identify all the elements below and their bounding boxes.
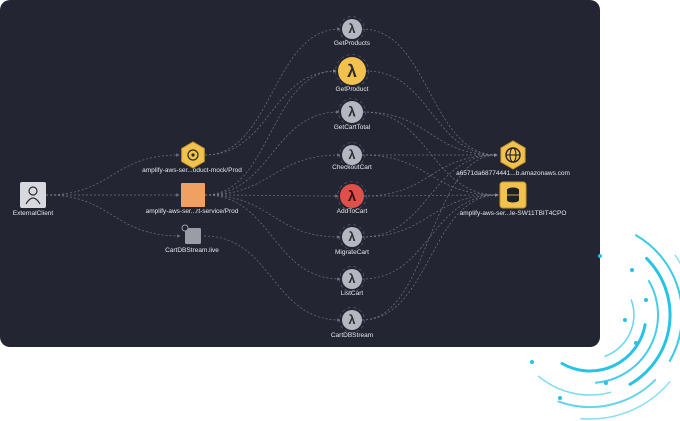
decor-arc — [628, 256, 672, 386]
node-checkout-cart[interactable]: λ — [339, 142, 365, 168]
globe-icon — [500, 140, 526, 170]
node-api-mock[interactable] — [181, 141, 205, 169]
database-icon — [499, 181, 527, 209]
edge-api_cart-migrate_cart — [204, 194, 341, 239]
decor-dot — [634, 341, 638, 345]
node-label-get-cart-total: GetCartTotal — [333, 124, 371, 131]
svg-text:λ: λ — [348, 188, 357, 205]
decor-arc — [557, 379, 657, 409]
edge-add_to_cart-remote_api — [363, 153, 498, 197]
node-get-product[interactable]: λ — [335, 54, 369, 88]
node-migrate-cart[interactable]: λ — [339, 224, 365, 250]
svg-text:λ: λ — [349, 313, 356, 327]
edge-api_mock-get_product — [204, 69, 337, 156]
edge-stream-cart_db_stream — [203, 235, 341, 322]
edge-cart_db_stream-dynamo — [361, 193, 499, 321]
edge-checkout_cart-dynamo — [361, 154, 499, 197]
edge-api_cart-get_cart_total — [204, 110, 340, 196]
node-stream[interactable] — [181, 224, 201, 244]
decor-dot — [644, 298, 648, 302]
edge-migrate_cart-remote_api — [361, 153, 498, 238]
edge-cart_db_stream-remote_api — [361, 153, 498, 321]
node-label-checkout-cart: CheckoutCart — [332, 164, 372, 171]
decor-dot — [604, 381, 608, 385]
decor-dot — [530, 360, 534, 364]
edge-get_cart_total-remote_api — [362, 111, 498, 157]
node-label-get-products: GetProducts — [333, 40, 371, 47]
decor-arc — [604, 299, 635, 358]
node-label-client: ExternalClient — [12, 210, 54, 217]
node-add-to-cart[interactable]: λ — [337, 181, 367, 211]
node-label-dynamo: amplify-aws-ser...le-SW11TBIT4CPO — [459, 210, 567, 217]
node-api-cart[interactable] — [181, 183, 205, 207]
decor-dot — [558, 396, 562, 400]
service-graph: λ λ λ λ λ λ λ λ — [20, 16, 527, 333]
edge-client-api_mock — [45, 153, 180, 196]
lambda-icon: λ — [339, 307, 365, 333]
edge-get_products-remote_api — [361, 28, 498, 157]
edge-client-stream — [45, 194, 181, 238]
client-icon — [20, 182, 46, 208]
node-cart-db-stream[interactable]: λ — [339, 307, 365, 333]
node-list-cart[interactable]: λ — [339, 266, 365, 292]
decor-dot — [630, 268, 634, 272]
edge-get_cart_total-dynamo — [362, 111, 499, 197]
stream-icon — [181, 224, 201, 244]
svg-text:λ: λ — [349, 230, 356, 244]
node-dynamo[interactable] — [499, 181, 527, 209]
decor-arc — [594, 280, 659, 384]
node-label-api-cart: amplify-aws-ser...rt-service/Prod — [145, 208, 239, 215]
svg-text:λ: λ — [348, 105, 356, 120]
lambda-icon: λ — [335, 54, 369, 88]
lambda-icon: λ — [339, 224, 365, 250]
node-label-stream: CartDBStream.live — [165, 247, 219, 254]
edge-migrate_cart-dynamo — [361, 193, 499, 238]
lambda-icon: λ — [337, 181, 367, 211]
node-label-api-mock: amplify-aws-ser...oduct-mock/Prod — [142, 167, 242, 174]
edge-api_cart-checkout_cart — [204, 153, 341, 196]
lambda-icon: λ — [339, 16, 365, 42]
node-client[interactable] — [20, 182, 46, 208]
decor-arc — [560, 323, 647, 373]
node-remote-api[interactable] — [500, 140, 526, 170]
edge-add_to_cart-dynamo — [363, 193, 499, 197]
edge-get_product-remote_api — [365, 70, 498, 157]
node-label-remote-api: a6571da68774441...b.amazonaws.com — [456, 170, 570, 177]
node-label-cart-db-stream: CartDBStream — [330, 332, 374, 339]
decor-arc — [580, 381, 671, 420]
node-get-products[interactable]: λ — [339, 16, 365, 42]
api-stage-icon — [181, 183, 205, 207]
lambda-icon: λ — [338, 98, 366, 126]
svg-text:λ: λ — [349, 22, 356, 36]
lambda-icon: λ — [339, 266, 365, 292]
node-label-get-product: GetProduct — [335, 86, 369, 93]
api-gateway-icon — [181, 141, 205, 169]
edge-list_cart-dynamo — [361, 193, 499, 280]
service-map-panel — [0, 0, 600, 347]
edge-api_mock-get_products — [204, 27, 341, 156]
decor-dot — [598, 254, 602, 258]
decor-arc — [635, 234, 680, 362]
node-label-migrate-cart: MigrateCart — [335, 249, 369, 256]
decor-dot — [623, 318, 627, 322]
decor-arc — [537, 375, 612, 396]
node-get-cart-total[interactable]: λ — [338, 98, 366, 126]
svg-text:λ: λ — [349, 148, 356, 162]
lambda-icon: λ — [339, 142, 365, 168]
node-label-list-cart: ListCart — [340, 290, 364, 297]
node-label-add-to-cart: AddToCart — [336, 208, 368, 215]
svg-text:λ: λ — [347, 61, 357, 81]
svg-text:λ: λ — [349, 272, 356, 286]
edge-api_cart-add_to_cart — [204, 194, 339, 198]
